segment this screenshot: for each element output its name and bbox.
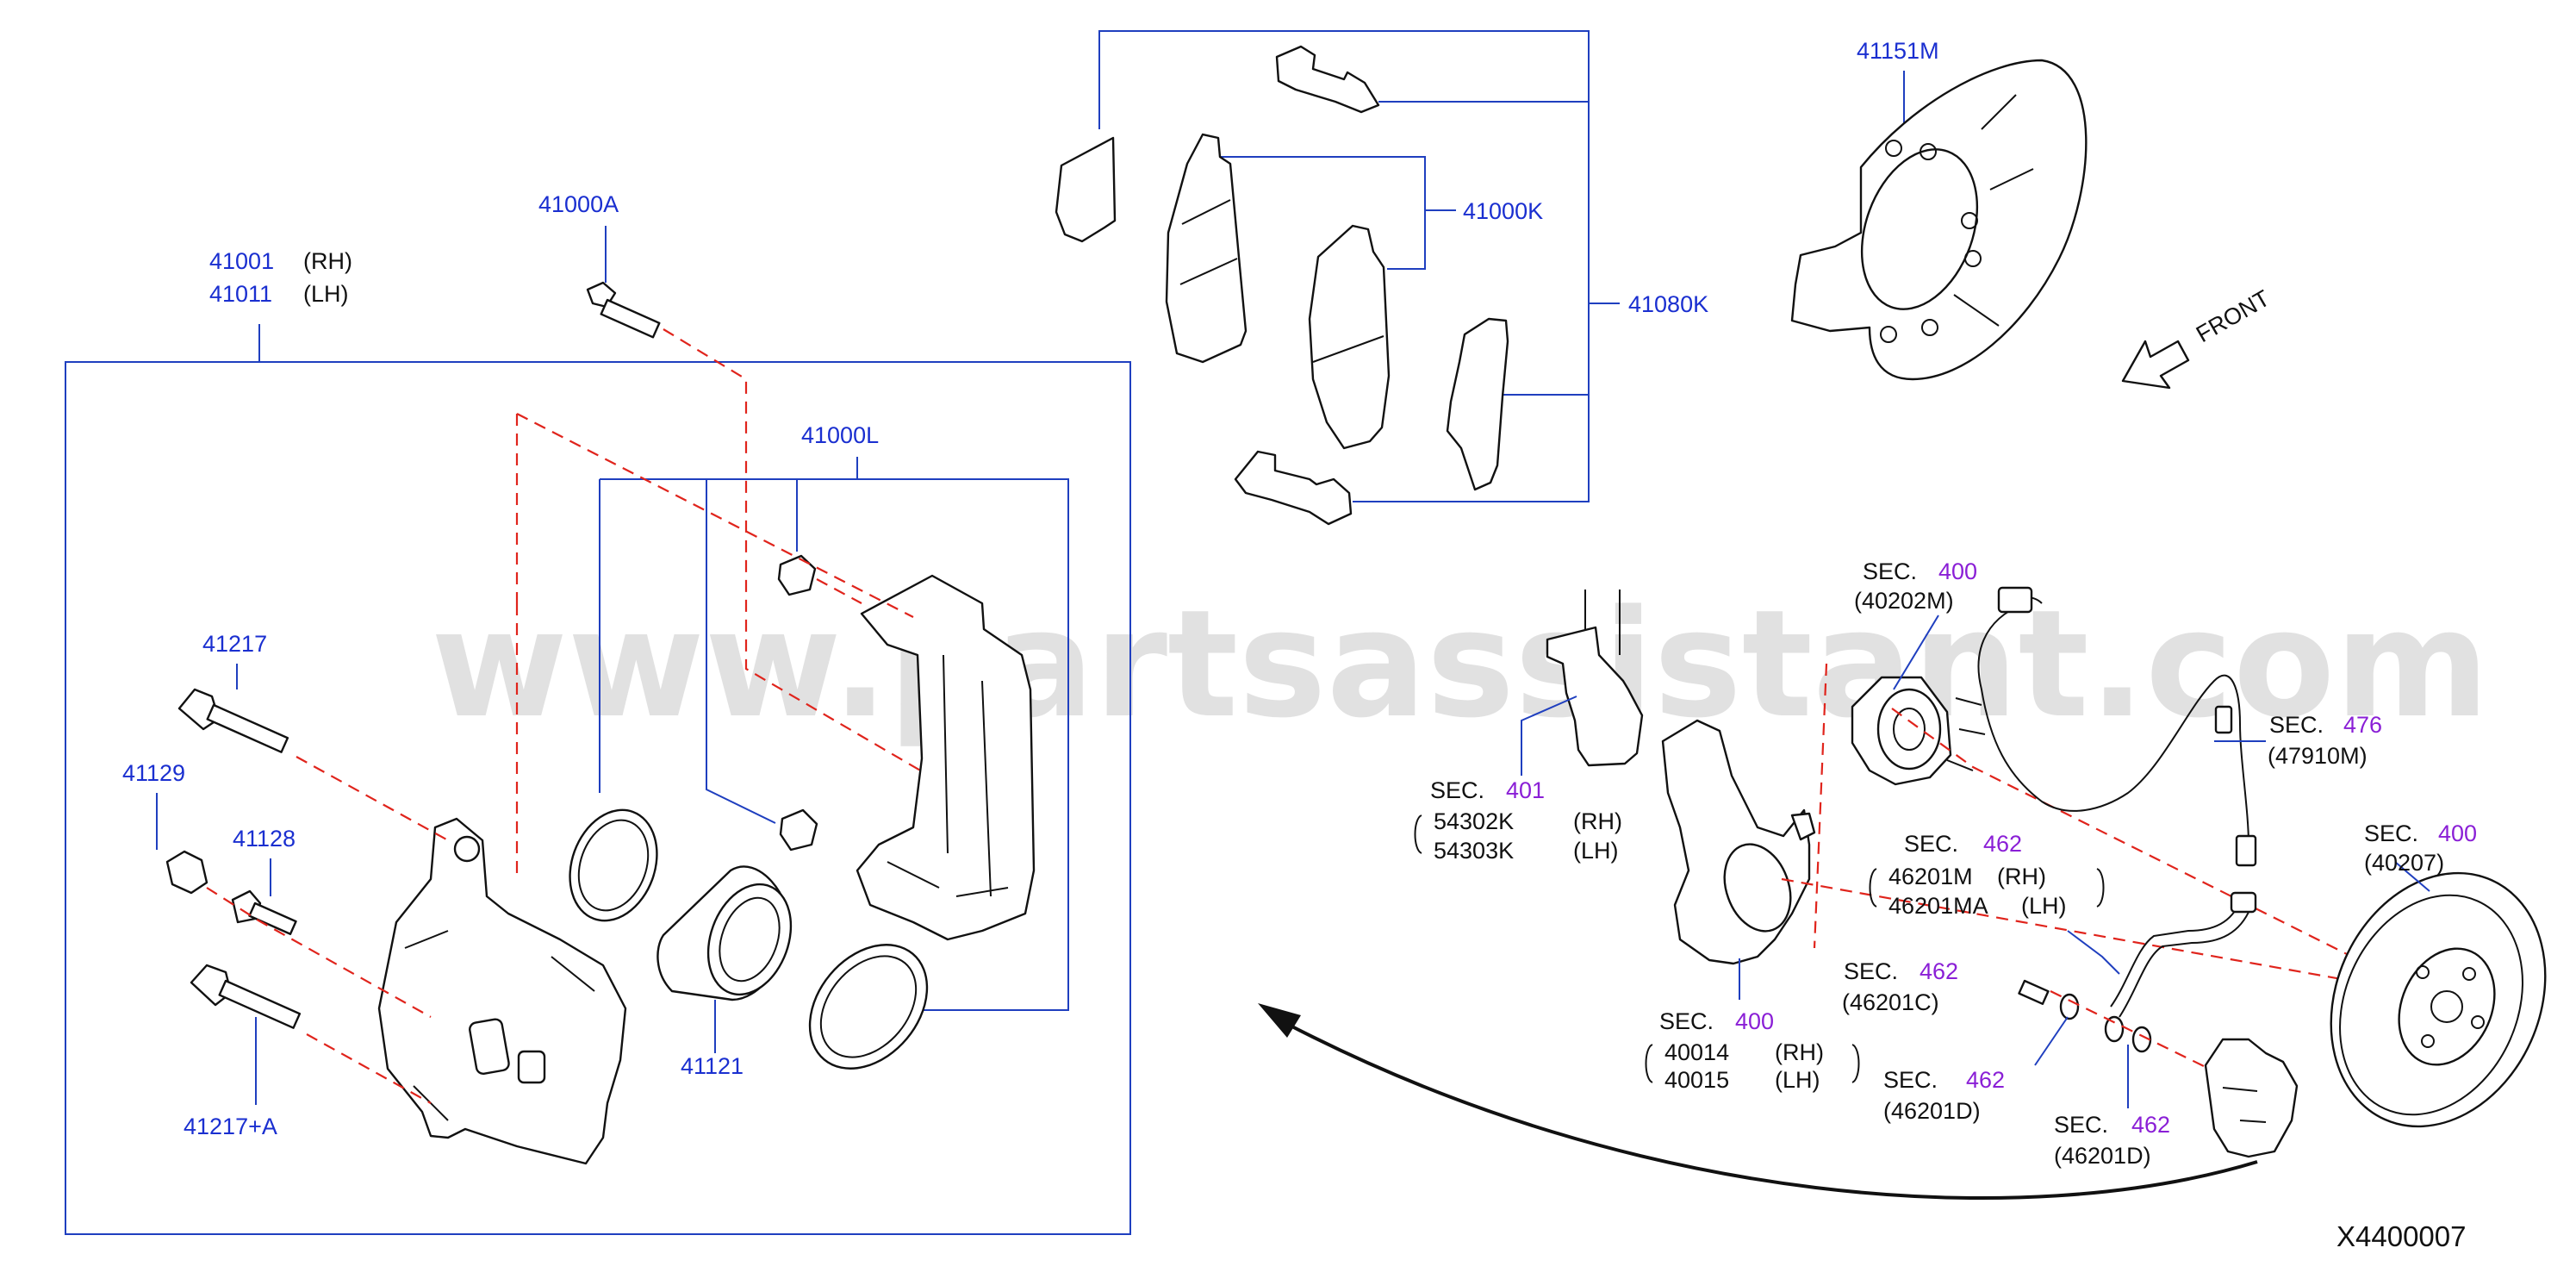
- backing-plate: [1790, 59, 2088, 381]
- svg-text:(RH): (RH): [1775, 1039, 1824, 1065]
- svg-text:54303K: 54303K: [1434, 838, 1514, 864]
- brake-hose: [2110, 891, 2257, 1018]
- svg-text:46201M: 46201M: [1888, 864, 1973, 889]
- section-num-476[interactable]: 476: [2343, 712, 2382, 738]
- outer-brake-pad: [1165, 133, 1248, 364]
- section-num-462-washer1[interactable]: 462: [1966, 1067, 2005, 1093]
- nut-upper: [777, 554, 817, 596]
- caliper-bracket: [856, 574, 1036, 941]
- label-pad-hardware-41080k[interactable]: 41080K: [1628, 291, 1708, 317]
- svg-text:(40202M): (40202M): [1854, 588, 1954, 614]
- hose-bolt: [2018, 979, 2050, 1006]
- section-num-462-washer2[interactable]: 462: [2131, 1112, 2170, 1138]
- washer-1: [2059, 993, 2080, 1020]
- svg-text:54302K: 54302K: [1434, 808, 1514, 834]
- svg-text:(LH): (LH): [1573, 838, 1619, 864]
- section-label-400-hub: SEC. 400 (40202M): [1854, 558, 1977, 614]
- bleeder-screw: [231, 889, 297, 935]
- label-caliper-rh[interactable]: 41001: [209, 248, 274, 274]
- svg-text:(46201D): (46201D): [2054, 1143, 2151, 1169]
- hub-assembly-group: [1258, 586, 2547, 1200]
- label-bleeder-screw-41128[interactable]: 41128: [233, 826, 296, 852]
- piston-seal: [569, 808, 658, 922]
- caliper-group: 41001 (RH) 41011 (LH) 41000A 41000L: [65, 191, 1131, 1235]
- assembly-arrow-icon: [1258, 1003, 2258, 1200]
- pads-group: 41080K 41000K 41151M: [1055, 30, 2274, 526]
- washer-2: [2104, 1015, 2125, 1043]
- section-label-462-hose: SEC. 462 46201M (RH) 46201MA (LH): [1869, 831, 2105, 919]
- label-piston-41121[interactable]: 41121: [681, 1053, 744, 1079]
- strut-bracket: [1546, 590, 1644, 767]
- svg-text:(40207): (40207): [2364, 850, 2444, 876]
- diagram-code: X4400007: [2336, 1220, 2466, 1252]
- section-num-400-hub[interactable]: 400: [1938, 558, 1977, 584]
- label-caliper-lh-side: (LH): [303, 281, 349, 307]
- section-label-462-washer2: SEC. 462 (46201D): [2054, 1112, 2170, 1169]
- svg-text:(46201D): (46201D): [1883, 1098, 1981, 1124]
- section-label-400-knuckle: SEC. 400 40014 (RH) 40015 (LH): [1645, 1008, 1860, 1093]
- svg-text:SEC.: SEC.: [1659, 1008, 1714, 1034]
- svg-text:SEC.: SEC.: [1844, 958, 1898, 984]
- label-seal-kit-41000l[interactable]: 41000L: [801, 422, 879, 448]
- label-pad-kit-41000k[interactable]: 41000K: [1463, 198, 1543, 224]
- caliper-group-box: [65, 361, 1131, 1235]
- front-arrow-icon: [2121, 340, 2190, 390]
- caliper-body: [377, 817, 627, 1165]
- brake-rotor: [2330, 871, 2547, 1128]
- front-label: FRONT: [2192, 285, 2274, 347]
- svg-text:SEC.: SEC.: [1430, 777, 1484, 803]
- svg-text:SEC.: SEC.: [1863, 558, 1917, 584]
- label-caliper-rh-side: (RH): [303, 248, 352, 274]
- section-label-401: SEC. 401 54302K (RH) 54303K (LH): [1414, 777, 1622, 864]
- caliper-small: [2204, 1038, 2299, 1158]
- section-num-400-knuckle[interactable]: 400: [1735, 1008, 1774, 1034]
- svg-text:(RH): (RH): [1997, 864, 2046, 889]
- svg-text:SEC.: SEC.: [2054, 1112, 2108, 1138]
- section-num-462-hose[interactable]: 462: [1983, 831, 2022, 857]
- steering-knuckle: [1661, 719, 1816, 965]
- svg-text:SEC.: SEC.: [1883, 1067, 1938, 1093]
- section-num-400-rotor[interactable]: 400: [2438, 820, 2477, 846]
- label-bolt-41000a[interactable]: 41000A: [538, 191, 619, 217]
- svg-text:SEC.: SEC.: [2364, 820, 2418, 846]
- svg-text:(RH): (RH): [1573, 808, 1622, 834]
- svg-text:40014: 40014: [1664, 1039, 1729, 1065]
- svg-text:SEC.: SEC.: [1904, 831, 1958, 857]
- section-label-476: SEC. 476 (47910M): [2268, 712, 2382, 769]
- section-num-462-bolt[interactable]: 462: [1920, 958, 1958, 984]
- pad-shim: [1055, 136, 1117, 243]
- pad-clip-lower: [1234, 450, 1353, 526]
- label-bleeder-cap-41129[interactable]: 41129: [122, 760, 185, 786]
- pad-clip-upper: [1275, 45, 1380, 114]
- bolt-41000a: [586, 281, 661, 339]
- piston: [656, 865, 793, 1001]
- section-label-400-rotor: SEC. 400 (40207): [2364, 820, 2477, 876]
- svg-text:40015: 40015: [1664, 1067, 1729, 1093]
- label-backing-plate-41151m[interactable]: 41151M: [1857, 38, 1939, 64]
- nut-lower: [779, 808, 818, 852]
- svg-text:(47910M): (47910M): [2268, 743, 2368, 769]
- watermark: www.partsassistant.com: [431, 577, 2489, 751]
- svg-text:46201MA: 46201MA: [1888, 893, 1988, 919]
- wear-shim: [1446, 317, 1509, 491]
- svg-text:SEC.: SEC.: [2269, 712, 2324, 738]
- inner-brake-pad: [1308, 224, 1391, 450]
- svg-text:(46201C): (46201C): [1842, 989, 1939, 1015]
- svg-text:(LH): (LH): [1775, 1067, 1820, 1093]
- abs-sensor: [1977, 586, 2257, 867]
- dust-boot: [808, 944, 929, 1070]
- label-caliper-lh[interactable]: 41011: [209, 281, 272, 307]
- label-pin-41217a[interactable]: 41217+A: [184, 1114, 277, 1139]
- section-label-462-washer1: SEC. 462 (46201D): [1883, 1067, 2005, 1124]
- svg-text:(LH): (LH): [2021, 893, 2067, 919]
- section-label-462-bolt: SEC. 462 (46201C): [1842, 958, 1958, 1015]
- guide-pin-lower: [190, 964, 302, 1029]
- label-pin-41217[interactable]: 41217: [202, 631, 267, 657]
- section-num-401[interactable]: 401: [1506, 777, 1545, 803]
- bleeder-cap: [165, 850, 208, 895]
- guide-pin-upper: [177, 688, 289, 753]
